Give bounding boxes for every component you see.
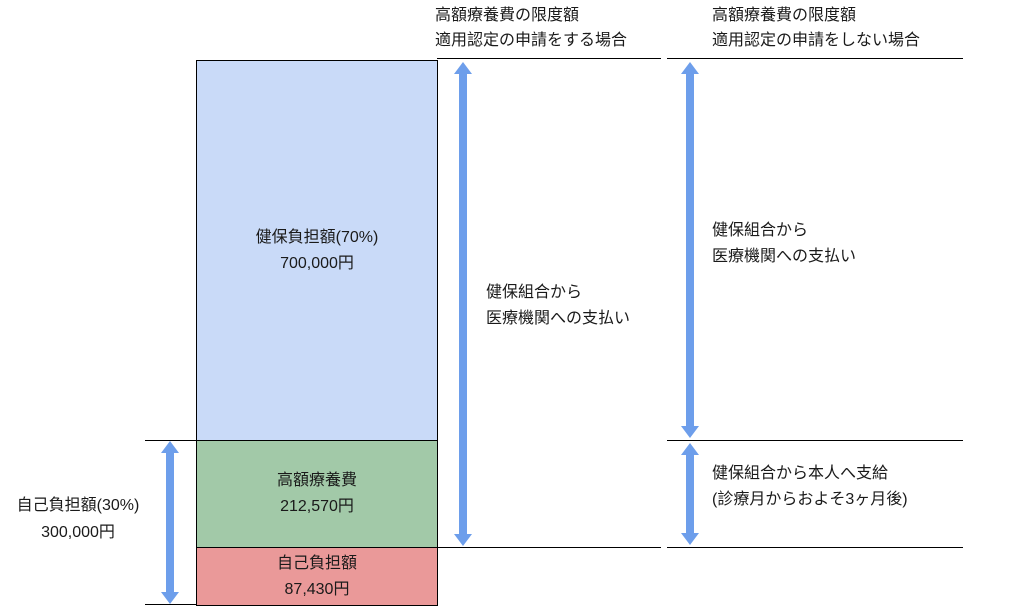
payment-note-no-apply-line2: 医療機関への支払い: [712, 248, 857, 265]
insurer-share-amount: 700,000円: [280, 254, 354, 272]
double-arrow-payment-no-apply-icon: [681, 62, 699, 438]
arrow-head-up-icon: [681, 443, 699, 455]
double-arrow-benefit-no-apply-icon: [681, 443, 699, 545]
column-header-apply-line1: 高額療養費の限度額: [435, 7, 580, 24]
tick-left-top: [145, 440, 196, 441]
double-arrow-self-pay-total-icon: [161, 441, 179, 604]
bar-segment-self-pay: 自己負担額 87,430円: [196, 547, 438, 606]
column-header-apply: 高額療養費の限度額 適用認定の申請をする場合: [435, 3, 627, 53]
kogaku-benefit-amount: 212,570円: [280, 498, 354, 515]
payment-note-no-apply: 健保組合から 医療機関への支払い: [712, 218, 856, 270]
arrow-shaft: [459, 73, 467, 535]
payment-note-apply-line1: 健保組合から: [486, 284, 583, 301]
rule-middle-no-apply: [667, 440, 963, 441]
rule-bottom-no-apply: [667, 547, 963, 548]
arrow-head-down-icon: [161, 592, 179, 604]
tick-left-bottom: [145, 604, 196, 605]
left-annotation-amount: 300,000円: [41, 524, 115, 541]
arrow-head-down-icon: [454, 534, 472, 546]
column-header-no-apply-line1: 高額療養費の限度額: [712, 7, 857, 24]
benefit-note-no-apply-line1: 健保組合から本人へ支給: [712, 465, 889, 482]
benefit-note-no-apply: 健保組合から本人へ支給 (診療月からおよそ3ヶ月後): [712, 461, 908, 513]
rule-bottom-apply: [438, 547, 661, 548]
arrow-head-up-icon: [454, 62, 472, 74]
left-annotation: 自己負担額(30%) 300,000円: [0, 492, 156, 546]
column-header-no-apply-line2: 適用認定の申請をしない場合: [712, 32, 921, 49]
column-header-no-apply: 高額療養費の限度額 適用認定の申請をしない場合: [712, 3, 920, 53]
column-header-apply-line2: 適用認定の申請をする場合: [435, 32, 628, 49]
bar-segment-insurer-share: 健保負担額(70%) 700,000円: [196, 60, 438, 441]
self-pay-label: 自己負担額: [276, 554, 357, 572]
rule-top-no-apply: [667, 58, 963, 59]
kogaku-benefit-label: 高額療養費: [276, 472, 357, 489]
insurer-share-label: 健保負担額(70%): [255, 228, 379, 246]
left-annotation-label: 自己負担額(30%): [16, 497, 140, 514]
self-pay-amount: 87,430円: [284, 580, 350, 598]
payment-note-apply: 健保組合から 医療機関への支払い: [486, 280, 630, 332]
benefit-note-no-apply-line2: (診療月からおよそ3ヶ月後): [712, 491, 908, 508]
rule-top-apply: [437, 58, 661, 59]
payment-note-apply-line2: 医療機関への支払い: [486, 310, 631, 327]
arrow-head-up-icon: [161, 441, 179, 453]
arrow-shaft: [166, 452, 174, 593]
arrow-head-down-icon: [681, 533, 699, 545]
arrow-head-down-icon: [681, 426, 699, 438]
arrow-shaft: [686, 454, 694, 534]
payment-note-no-apply-line1: 健保組合から: [712, 222, 809, 239]
arrow-head-up-icon: [681, 62, 699, 74]
arrow-shaft: [686, 73, 694, 427]
bar-segment-kogaku-benefit: 高額療養費 212,570円: [196, 440, 438, 548]
double-arrow-payment-apply-icon: [454, 62, 472, 546]
